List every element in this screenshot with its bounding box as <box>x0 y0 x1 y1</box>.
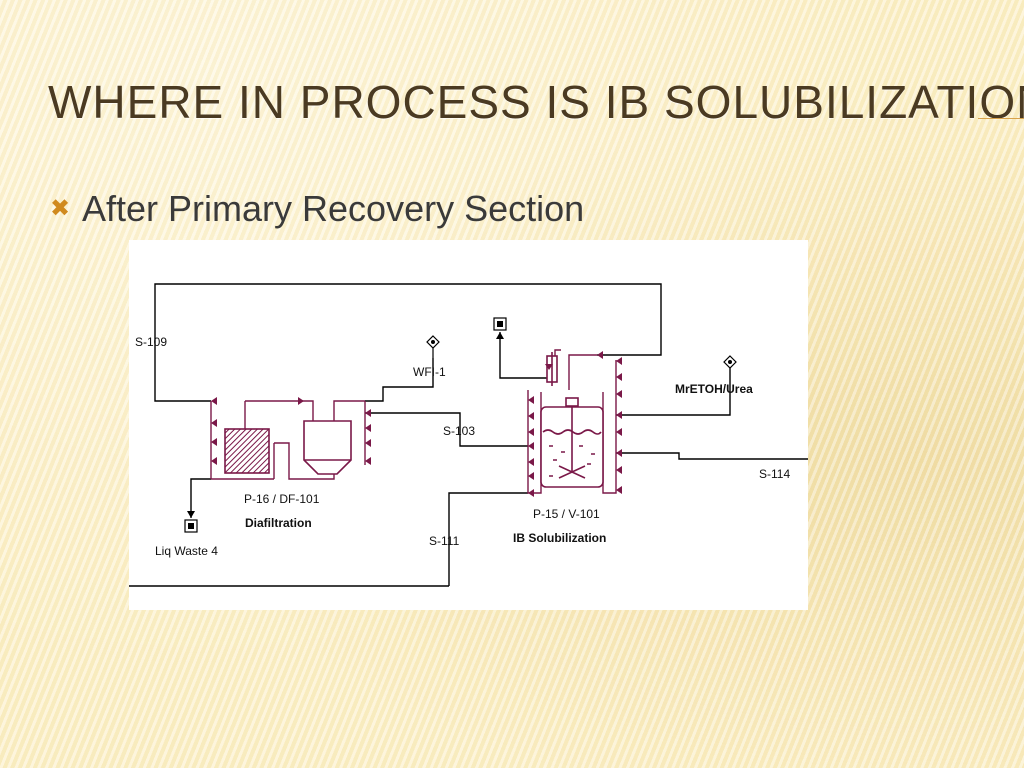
input-label-wfi: WFI-1 <box>413 365 446 379</box>
process-flow-diagram: S-109 WFI-1 S-103 S-111 S-114 MrETOH/Ure… <box>129 240 808 610</box>
slide-title: Where in Process is IB Solubilization <box>48 76 1024 128</box>
unit-id-diafiltration: P-16 / DF-101 <box>244 492 320 506</box>
stream-label-s109: S-109 <box>135 335 167 349</box>
wfi-source-icon <box>426 335 440 358</box>
unit-name-solubilization: IB Solubilization <box>513 531 606 545</box>
bullet-item: ✖ After Primary Recovery Section <box>50 186 584 232</box>
stream-label-s114: S-114 <box>759 467 790 481</box>
stream-vent-line <box>499 332 549 379</box>
holding-tank <box>303 420 352 475</box>
input-label-mretoh: MrETOH/Urea <box>675 382 753 396</box>
title-rule <box>978 118 1024 119</box>
liq-waste-sink-icon <box>184 519 198 533</box>
port-arrows <box>211 351 622 497</box>
stream-s103-line <box>365 412 528 447</box>
mretoh-source-icon <box>723 355 737 369</box>
stream-wfi-line <box>365 358 434 402</box>
bullet-text: After Primary Recovery Section <box>82 188 585 229</box>
stream-label-s103: S-103 <box>443 424 475 438</box>
stream-s114-line <box>616 452 808 460</box>
flow-arrows <box>187 332 504 518</box>
output-label-liq-waste: Liq Waste 4 <box>155 544 218 558</box>
stream-lines <box>129 283 808 587</box>
vent-sink-icon <box>493 317 507 331</box>
stream-label-s111: S-111 <box>429 534 460 548</box>
unit-id-solubilization: P-15 / V-101 <box>533 507 600 521</box>
stream-mretoh-line <box>616 368 731 416</box>
stream-s109-line <box>154 283 662 402</box>
stream-waste-line <box>190 478 211 518</box>
unit-name-diafiltration: Diafiltration <box>245 516 312 530</box>
diafiltration-unit <box>224 428 270 474</box>
stream-s111-line <box>448 492 528 586</box>
x-mark-icon: ✖ <box>50 195 71 222</box>
condenser-unit <box>546 352 558 386</box>
solubilization-vessel <box>540 397 604 488</box>
